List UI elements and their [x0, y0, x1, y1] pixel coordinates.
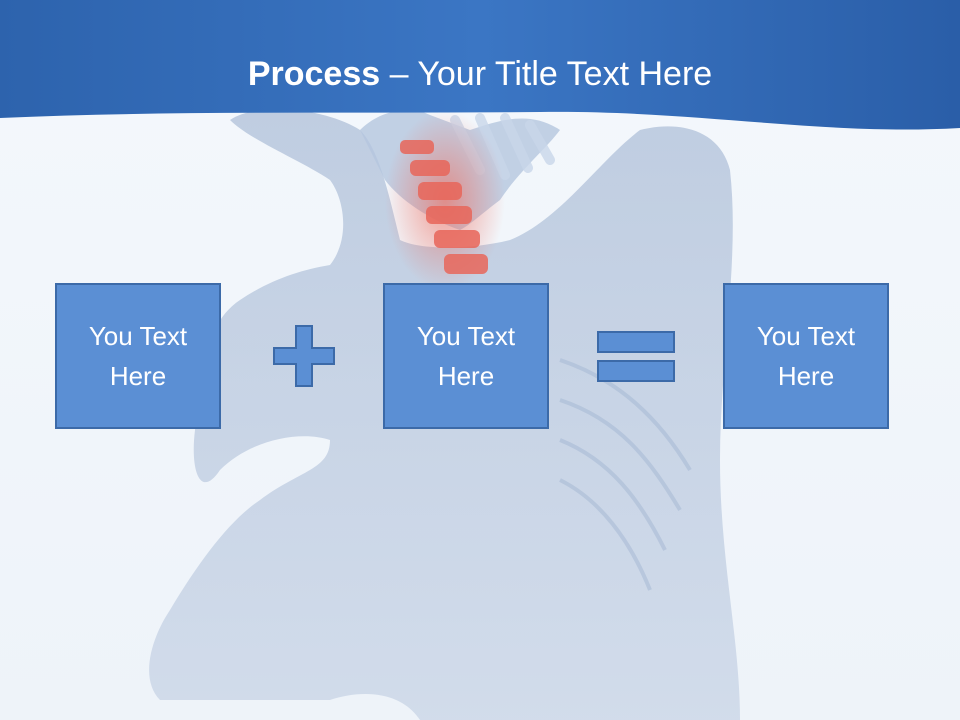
process-box-2-text: You Text Here [416, 321, 516, 391]
slide-title: Process – Your Title Text Here [0, 52, 960, 96]
process-box-1[interactable]: You Text Here [55, 283, 221, 429]
process-box-2[interactable]: You Text Here [383, 283, 549, 429]
title-banner [0, 0, 960, 130]
plus-icon [273, 325, 335, 387]
process-box-1-text: You Text Here [88, 321, 188, 391]
process-box-3-text: You Text Here [756, 321, 856, 391]
title-bold: Process [247, 55, 381, 93]
process-box-3[interactable]: You Text Here [723, 283, 889, 429]
equals-icon [597, 331, 675, 382]
title-rest: – Your Title Text Here [380, 55, 713, 93]
